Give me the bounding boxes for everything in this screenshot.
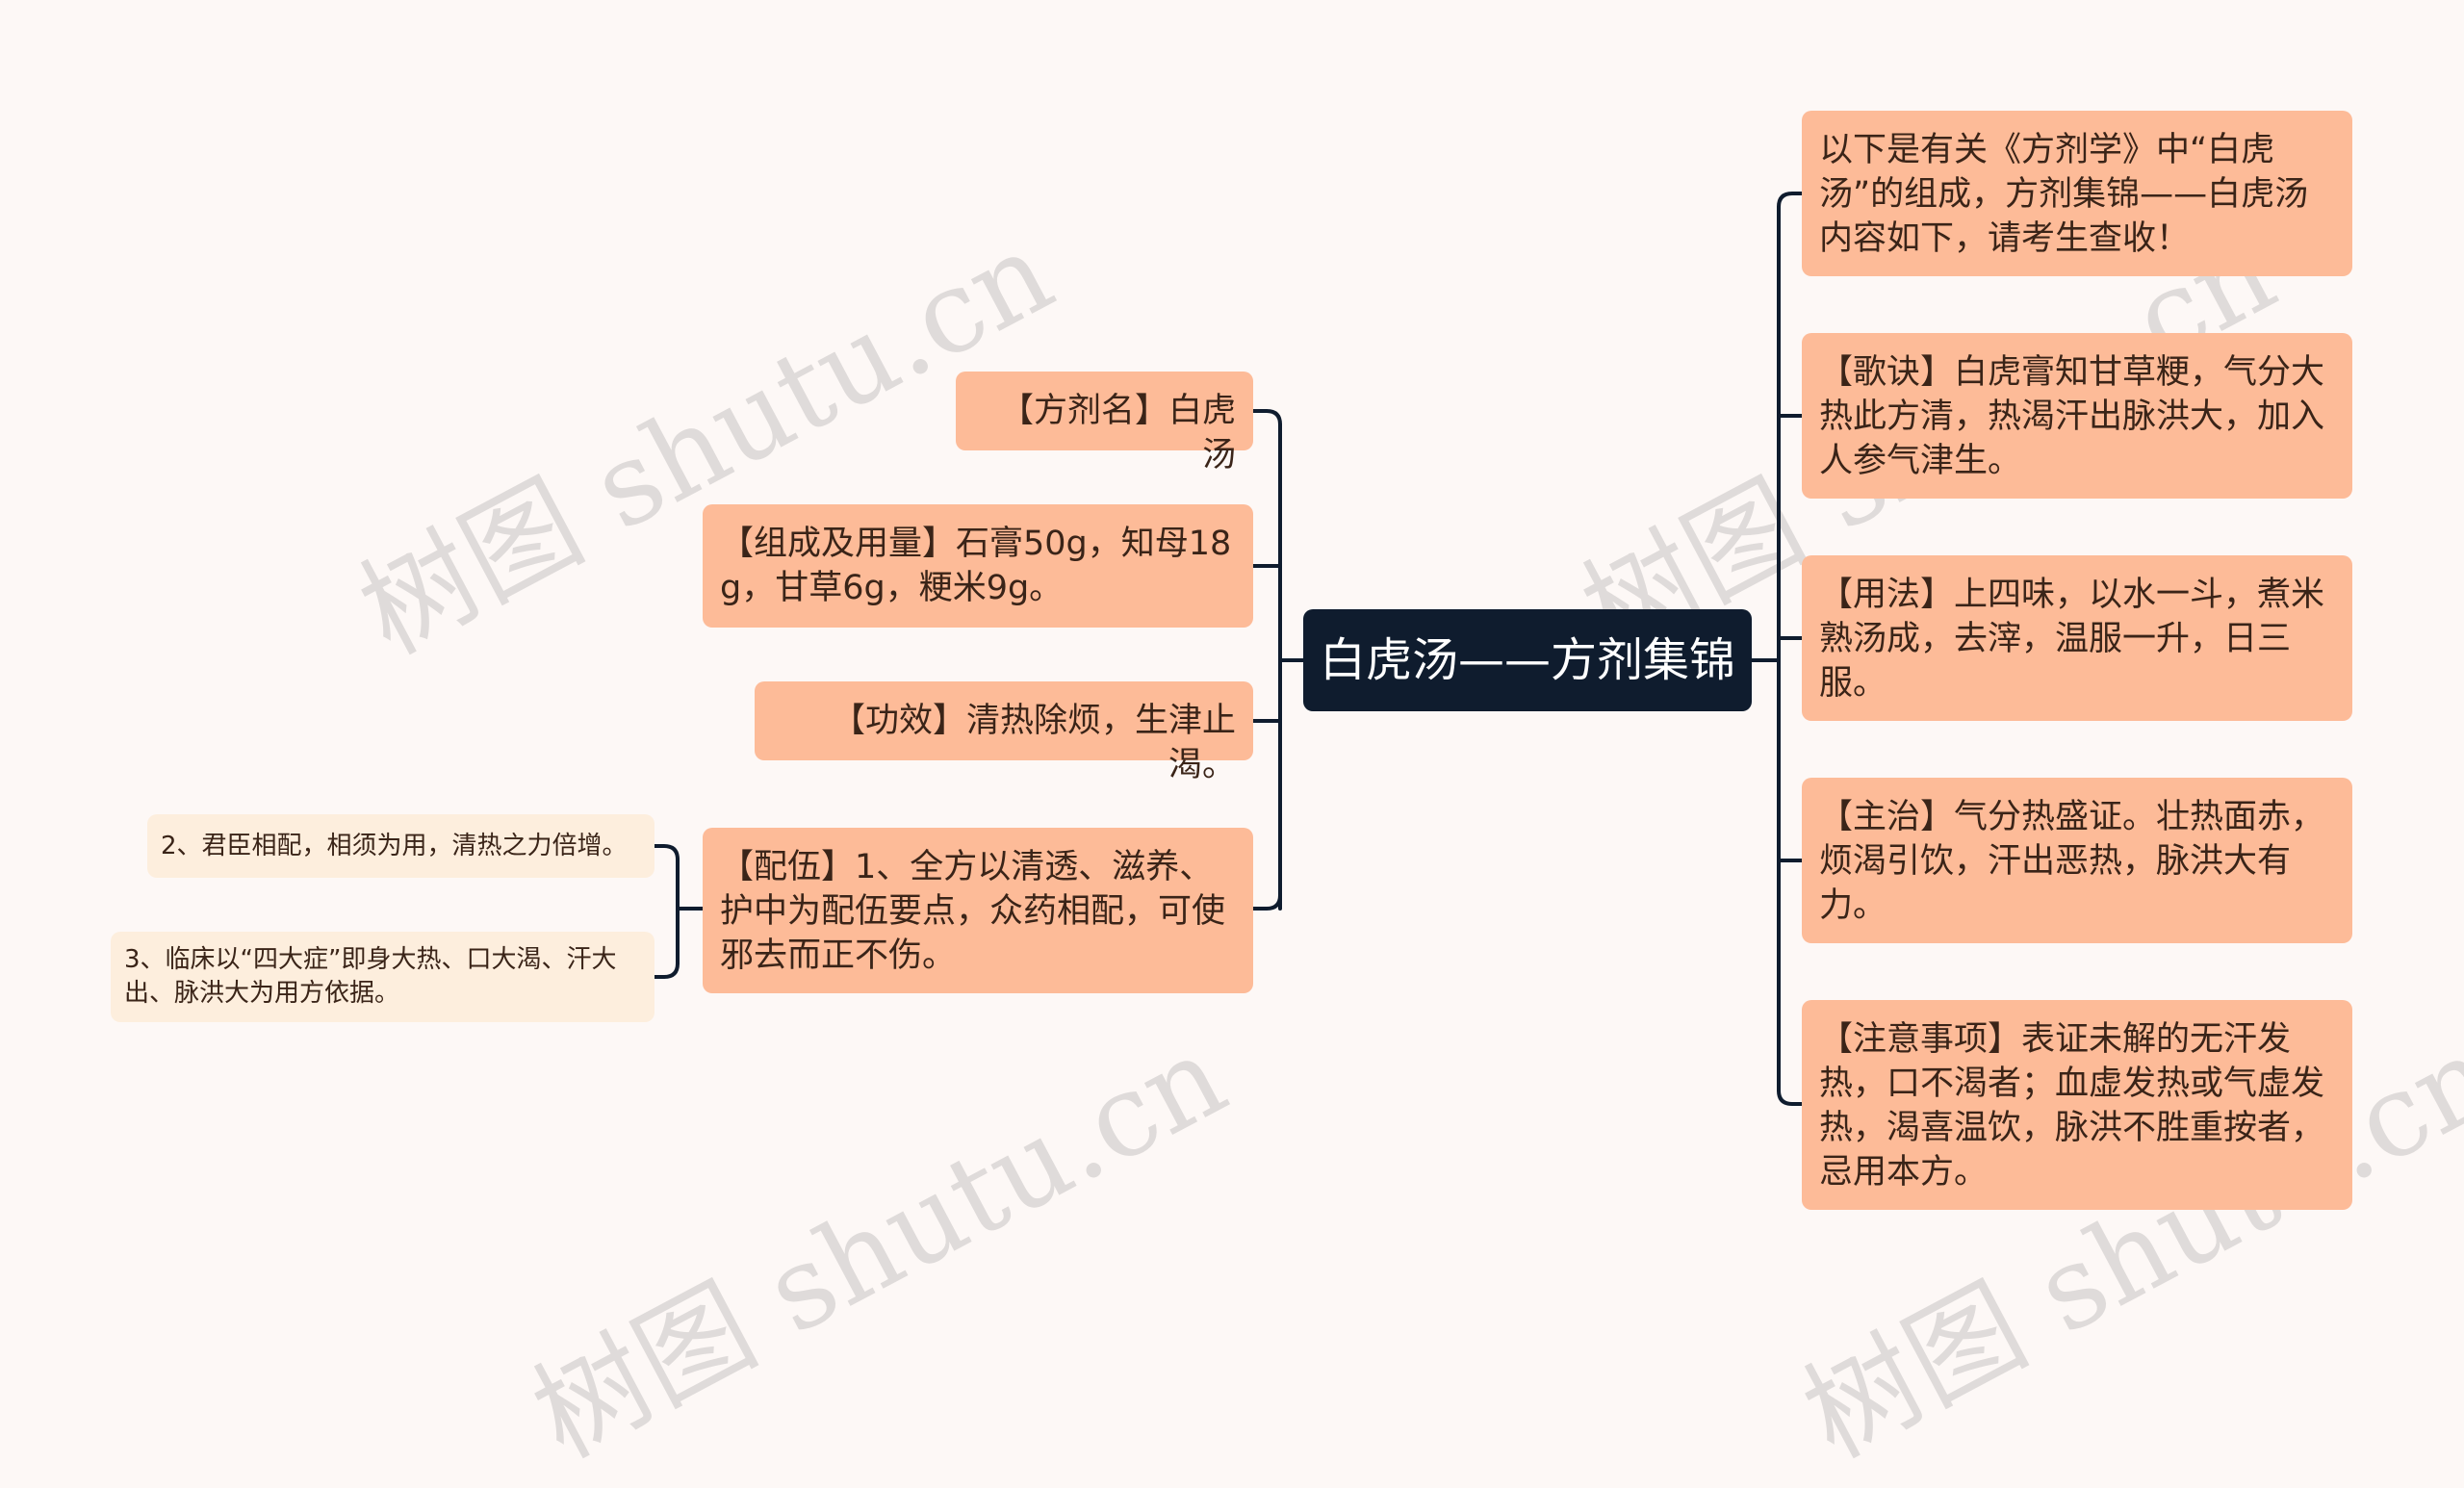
branch-node-intro[interactable]: 以下是有关《方剂学》中“白虎汤”的组成，方剂集锦——白虎汤内容如下，请考生查收！ — [1802, 111, 2352, 276]
branch-node-yongfa[interactable]: 【用法】上四味，以水一斗，煮米熟汤成，去滓，温服一升，日三服。 — [1802, 555, 2352, 721]
connector-left-1 — [1251, 409, 1282, 426]
connector-right-1 — [1777, 192, 1804, 209]
branch-node-fangjiming[interactable]: 【方剂名】白虎汤 — [956, 372, 1253, 475]
branch-label: 【功效】清热除烦，生津止渴。 — [831, 702, 1236, 784]
mindmap-canvas: 树图 shutu.cn 树图 shutu.cn 树图 shutu.cn 树图 s… — [111, 111, 2464, 1483]
branch-node-zhuyi[interactable]: 【注意事项】表证未解的无汗发热，口不渴者；血虚发热或气虚发热，渴喜温饮，脉洪不胜… — [1802, 1000, 2352, 1210]
branch-label: 【注意事项】表证未解的无汗发热，口不渴者；血虚发热或气虚发热，渴喜温饮，脉洪不胜… — [1819, 1020, 2325, 1192]
branch-label: 【方剂名】白虎汤 — [999, 392, 1236, 475]
sub-node-linchuang[interactable]: 3、临床以“四大症”即身大热、口大渴、汗大出、脉洪大为用方依据。 — [111, 932, 654, 1022]
central-topic[interactable]: 白虎汤——方剂集锦 — [1303, 609, 1752, 711]
branch-node-gongxiao[interactable]: 【功效】清热除烦，生津止渴。 — [755, 681, 1253, 784]
branch-label: 【组成及用量】石膏50g，知母18g，甘草6g，粳米9g。 — [720, 525, 1232, 607]
branch-label: 【配伍】1、全方以清透、滋养、护中为配伍要点，众药相配，可使邪去而正不伤。 — [720, 848, 1226, 975]
sub-node-label: 2、君臣相配，相须为用，清热之力倍增。 — [161, 831, 628, 860]
sub-node-junchen[interactable]: 2、君臣相配，相须为用，清热之力倍增。 — [147, 814, 654, 878]
branch-node-gejue[interactable]: 【歌诀】白虎膏知甘草粳，气分大热此方清，热渴汗出脉洪大，加入人参气津生。 — [1802, 333, 2352, 499]
connector-sub-1 — [653, 844, 680, 861]
connector-right-5 — [1777, 1089, 1804, 1106]
branch-label: 【主治】气分热盛证。壮热面赤，烦渴引饮，汗出恶热，脉洪大有力。 — [1819, 798, 2325, 925]
branch-label: 以下是有关《方剂学》中“白虎汤”的组成，方剂集锦——白虎汤内容如下，请考生查收！ — [1819, 131, 2309, 258]
connector-left-4 — [1251, 893, 1282, 911]
branch-node-zhuzhi[interactable]: 【主治】气分热盛证。壮热面赤，烦渴引饮，汗出恶热，脉洪大有力。 — [1802, 778, 2352, 943]
sub-node-label: 3、临床以“四大症”即身大热、口大渴、汗大出、脉洪大为用方依据。 — [124, 945, 617, 1008]
connector-sub-2 — [653, 962, 680, 979]
watermark: 树图 shutu.cn — [512, 1009, 1246, 1483]
branch-label: 【用法】上四味，以水一斗，煮米熟汤成，去滓，温服一升，日三服。 — [1819, 576, 2325, 703]
branch-node-zucheng[interactable]: 【组成及用量】石膏50g，知母18g，甘草6g，粳米9g。 — [703, 504, 1253, 628]
branch-label: 【歌诀】白虎膏知甘草粳，气分大热此方清，热渴汗出脉洪大，加入人参气津生。 — [1819, 353, 2325, 480]
central-topic-label: 白虎汤——方剂集锦 — [1319, 633, 1735, 687]
branch-node-peiwu[interactable]: 【配伍】1、全方以清透、滋养、护中为配伍要点，众药相配，可使邪去而正不伤。 — [703, 828, 1253, 993]
